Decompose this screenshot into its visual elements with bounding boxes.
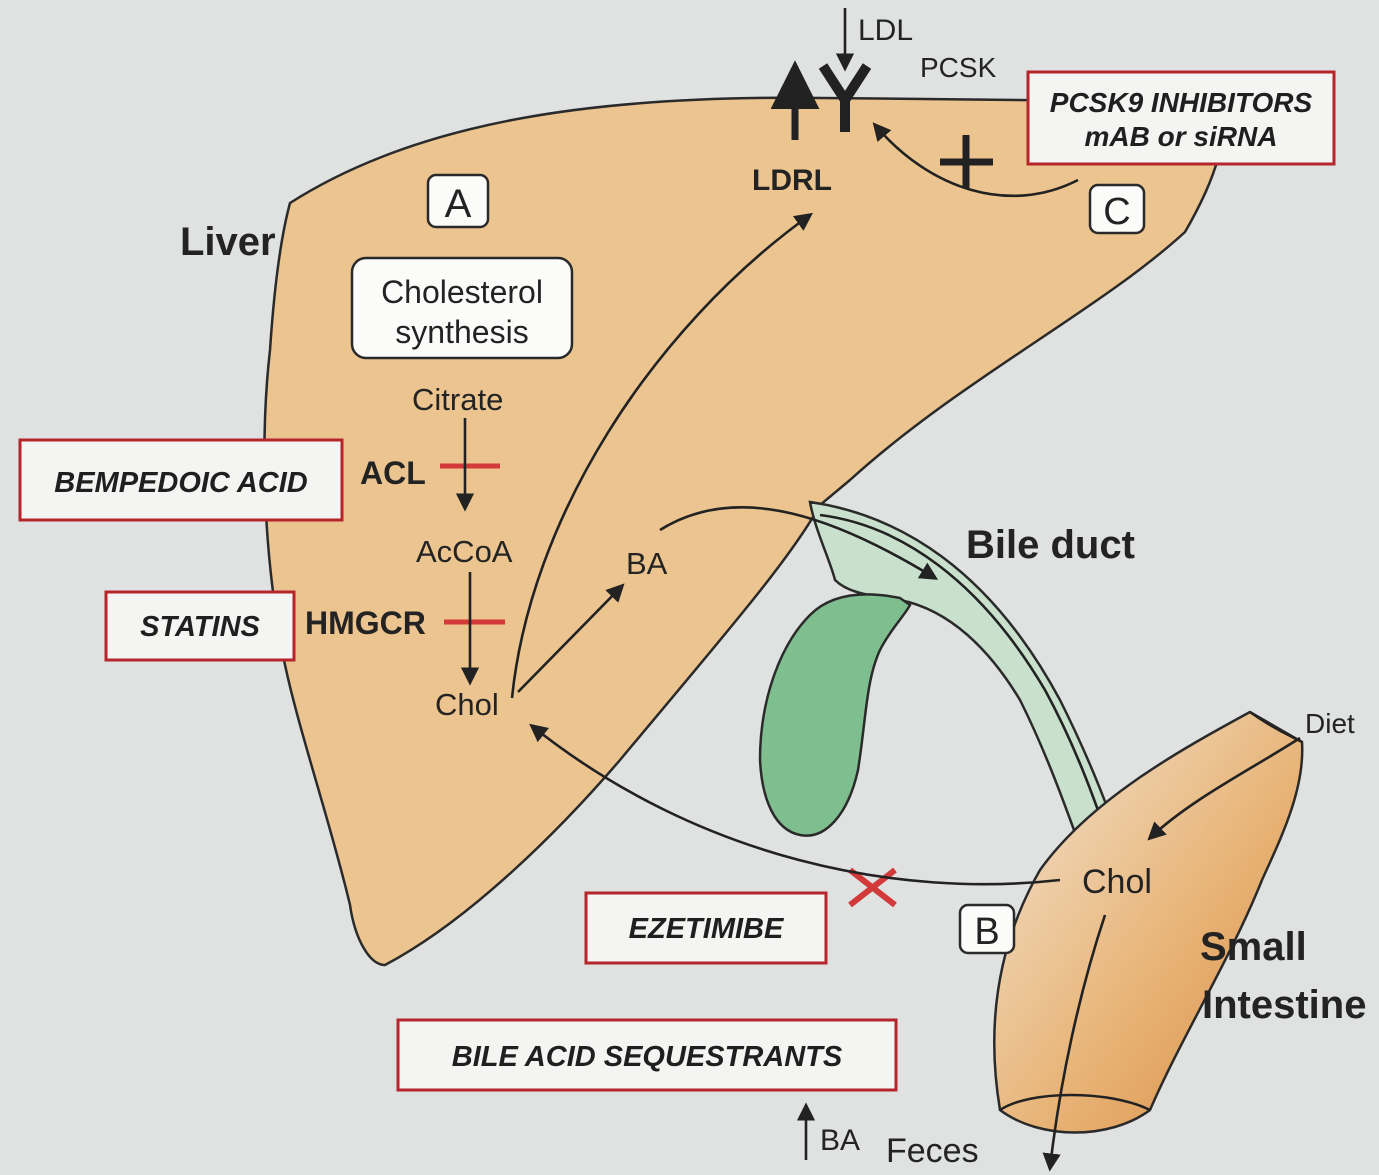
liver-label: Liver (180, 220, 276, 264)
statins-box: STATINS (106, 592, 294, 660)
bile-acid-sequestrants-box: BILE ACID SEQUESTRANTS (398, 1020, 896, 1090)
small-intestine-label-line2: Intestine (1202, 983, 1366, 1027)
chol-liver-label: Chol (435, 687, 499, 722)
accoa-label: AcCoA (416, 534, 513, 569)
ldlr-label: LDRL (752, 164, 832, 197)
region-c-label: C (1103, 191, 1130, 233)
ba-liver-label: BA (626, 546, 668, 581)
pcsk-label: PCSK (920, 52, 997, 83)
small-intestine (994, 712, 1302, 1133)
pcsk9-line2: mAB or siRNA (1085, 121, 1278, 152)
acl-label: ACL (360, 455, 426, 491)
pcsk9-line1: PCSK9 INHIBITORS (1050, 87, 1313, 118)
bile-duct-label: Bile duct (966, 523, 1135, 567)
chol-intestine-label: Chol (1082, 863, 1152, 901)
diet-label: Diet (1305, 708, 1355, 739)
feces-label: Feces (886, 1132, 979, 1170)
synthesis-line2: synthesis (395, 314, 528, 350)
bempedoic-acid-label: BEMPEDOIC ACID (54, 467, 308, 499)
region-b-label: B (974, 911, 999, 953)
small-intestine-label-line1: Small (1200, 925, 1307, 969)
ezetimibe-label: EZETIMIBE (629, 913, 785, 945)
ezetimibe-box: EZETIMIBE (586, 893, 826, 963)
statins-label: STATINS (140, 611, 260, 643)
pcsk9-inhibitors-box: PCSK9 INHIBITORS mAB or siRNA (1028, 72, 1334, 164)
region-a-label: A (445, 182, 472, 226)
ldl-label: LDL (858, 14, 913, 47)
gallbladder (760, 594, 910, 835)
synthesis-line1: Cholesterol (381, 274, 543, 310)
bempedoic-acid-box: BEMPEDOIC ACID (20, 440, 342, 520)
ba-feces-label: BA (820, 1124, 860, 1157)
bile-acid-sequestrants-label: BILE ACID SEQUESTRANTS (452, 1041, 843, 1073)
hmgcr-label: HMGCR (305, 605, 426, 641)
citrate-label: Citrate (412, 382, 503, 417)
